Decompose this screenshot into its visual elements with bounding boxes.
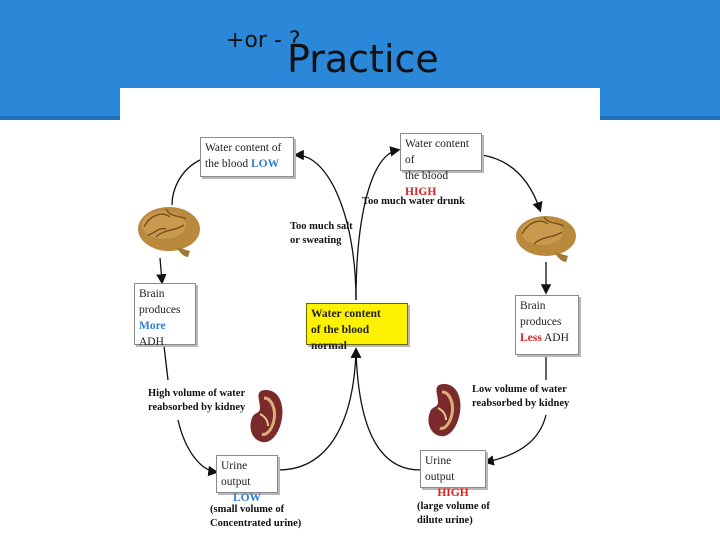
brain-icon-right — [516, 216, 576, 262]
arrow-left-top-to-brain — [171, 159, 201, 206]
label-too-much-water: Too much water drunk — [362, 196, 465, 207]
arrow-right-top-to-brain — [481, 154, 543, 213]
box-brain-more-adh: Brain produces More ADH — [134, 283, 196, 348]
label-low-volume-reabsorbed: Low volume of water reabsorbed by kidney — [472, 384, 570, 409]
arrow-center-to-right-top — [355, 146, 401, 301]
arrow-left-urine-to-center — [277, 347, 361, 471]
box-water-content-low: Water content of the blood LOW — [200, 137, 294, 177]
box-water-content-high: Water content of the blood HIGH — [400, 133, 482, 198]
arrow-left-adh-to-label — [163, 345, 169, 381]
box-urine-output-low: Urine output LOW — [216, 455, 278, 504]
label-large-volume-urine: (large volume of dilute urine) — [417, 501, 490, 526]
arrow-brain-to-left-adh — [156, 257, 167, 285]
arrow-right-to-urine — [483, 414, 547, 466]
box-brain-less-adh: Brain produces Less ADH — [515, 295, 579, 355]
kidney-icon — [250, 390, 283, 443]
box-urine-output-high: Urine output HIGH — [420, 450, 486, 499]
label-small-volume-urine: (small volume of Concentrated urine) — [210, 504, 302, 529]
arrow-center-to-left-top — [293, 149, 357, 301]
arrow-right-urine-to-center — [351, 347, 421, 471]
brain-icon — [138, 207, 200, 257]
kidney-icon-right — [428, 384, 461, 437]
slide-subtitle: +or - ? — [226, 28, 301, 53]
label-high-volume-reabsorbed: High volume of water reabsorbed by kidne… — [148, 388, 246, 413]
box-water-content-normal: Water content of the blood normal — [306, 303, 408, 352]
arrow-left-to-urine — [177, 419, 219, 477]
label-too-much-salt: Too much salt or sweating — [290, 221, 353, 246]
slide-title: Practice — [287, 37, 439, 81]
